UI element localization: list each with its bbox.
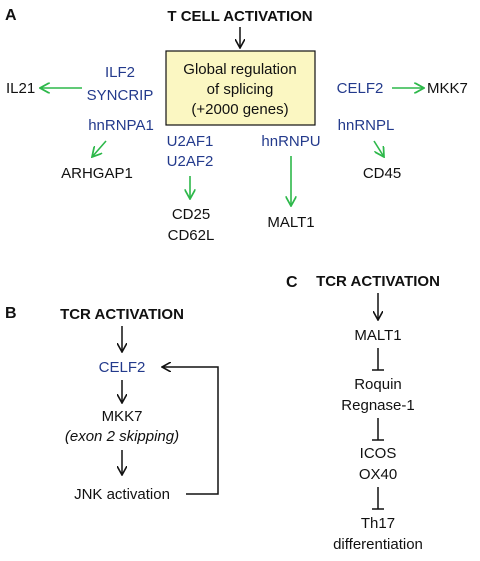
protein-u2af1: U2AF1	[167, 133, 214, 150]
protein-ilf2: ILF2	[105, 64, 135, 81]
protein-hnrnpl: hnRNPL	[338, 117, 395, 134]
box-line-3: (+2000 genes)	[191, 101, 288, 118]
node-exon-note: (exon 2 skipping)	[65, 428, 179, 445]
protein-celf2: CELF2	[337, 80, 384, 97]
target-cd62l: CD62L	[168, 227, 215, 244]
node-differentiation: differentiation	[333, 536, 423, 553]
panel-b-label: B	[5, 305, 17, 322]
box-line-2: of splicing	[207, 81, 274, 98]
protein-hnrnpu: hnRNPU	[261, 133, 320, 150]
box-line-1: Global regulation	[183, 61, 296, 78]
node-th17: Th17	[361, 515, 395, 532]
node-roquin: Roquin	[354, 376, 402, 393]
target-malt1: MALT1	[267, 214, 314, 231]
protein-syncrip: SYNCRIP	[87, 87, 154, 104]
node-celf2: CELF2	[99, 359, 146, 376]
arrow-to-cd45	[373, 140, 384, 157]
node-mkk7: MKK7	[102, 408, 143, 425]
panel-a-title: T CELL ACTIVATION	[167, 8, 312, 25]
node-malt1: MALT1	[354, 327, 401, 344]
panel-c-title: TCR ACTIVATION	[316, 273, 440, 290]
arrow-to-arhgap1	[92, 140, 107, 157]
target-arhgap1: ARHGAP1	[61, 165, 133, 182]
target-cd25: CD25	[172, 206, 210, 223]
splicing-box	[165, 50, 316, 126]
target-mkk7: MKK7	[427, 80, 468, 97]
panel-a-label: A	[5, 7, 17, 24]
protein-u2af2: U2AF2	[167, 153, 214, 170]
panel-c-label: C	[286, 274, 298, 291]
node-icos: ICOS	[360, 445, 397, 462]
node-regnase: Regnase-1	[341, 397, 414, 414]
target-il21: IL21	[6, 80, 35, 97]
node-ox40: OX40	[359, 466, 397, 483]
panel-b-title: TCR ACTIVATION	[60, 306, 184, 323]
protein-hnrnpa1: hnRNPA1	[88, 117, 154, 134]
feedback-arrow-jnk-to-celf2	[162, 367, 219, 495]
node-jnk-activation: JNK activation	[74, 486, 170, 503]
target-cd45: CD45	[363, 165, 401, 182]
